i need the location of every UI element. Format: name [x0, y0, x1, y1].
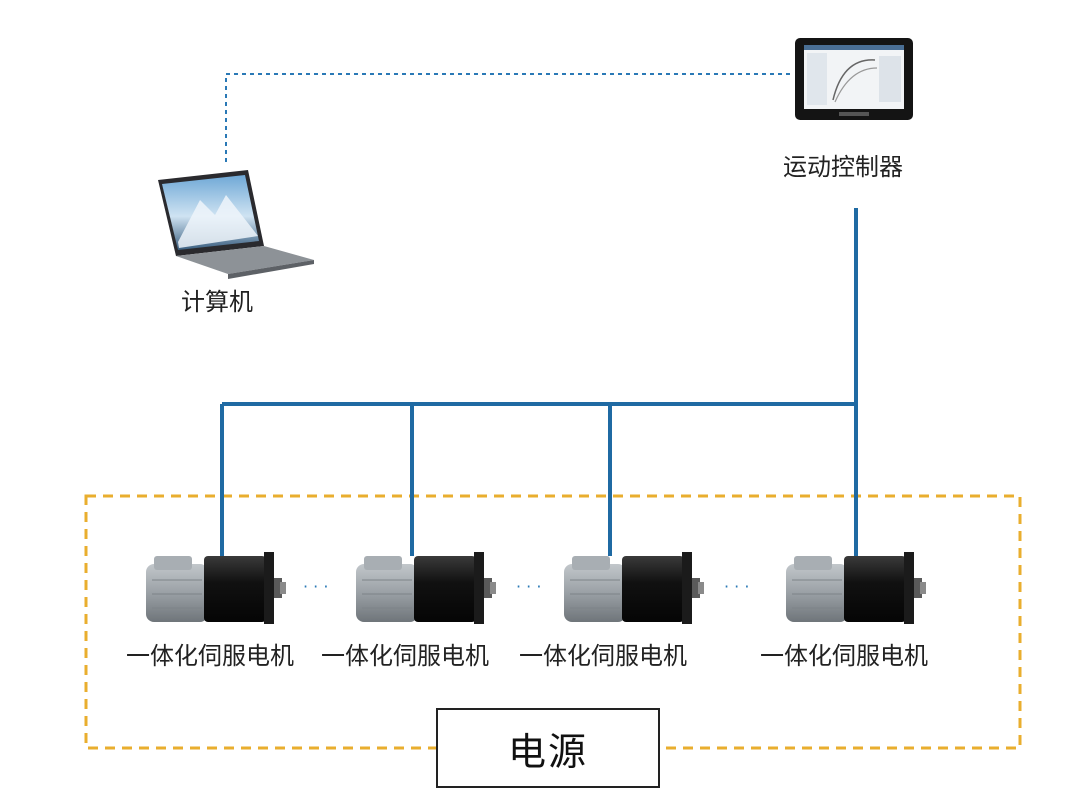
laptop-device [158, 170, 314, 279]
bus-network [220, 208, 858, 556]
servo-motor-2 [355, 551, 497, 625]
network-link [225, 73, 790, 162]
servo-motor-1 [145, 551, 287, 625]
power-supply-box: 电源 [436, 708, 660, 788]
motor-label-1: 一体化伺服电机 [126, 642, 294, 670]
servo-motor-3 [563, 551, 705, 625]
motor-label-2: 一体化伺服电机 [321, 642, 489, 670]
controller-label: 运动控制器 [783, 153, 903, 181]
servo-motor-4 [785, 551, 927, 625]
ellipsis-3: · · · [724, 577, 749, 596]
ellipsis-2: · · · [516, 577, 541, 596]
motor-label-4: 一体化伺服电机 [760, 642, 928, 670]
power-supply-label: 电源 [507, 729, 588, 774]
ellipsis-1: · · · [303, 577, 328, 596]
controller-device [795, 38, 913, 120]
motor-label-3: 一体化伺服电机 [519, 642, 687, 670]
computer-label: 计算机 [181, 288, 253, 316]
